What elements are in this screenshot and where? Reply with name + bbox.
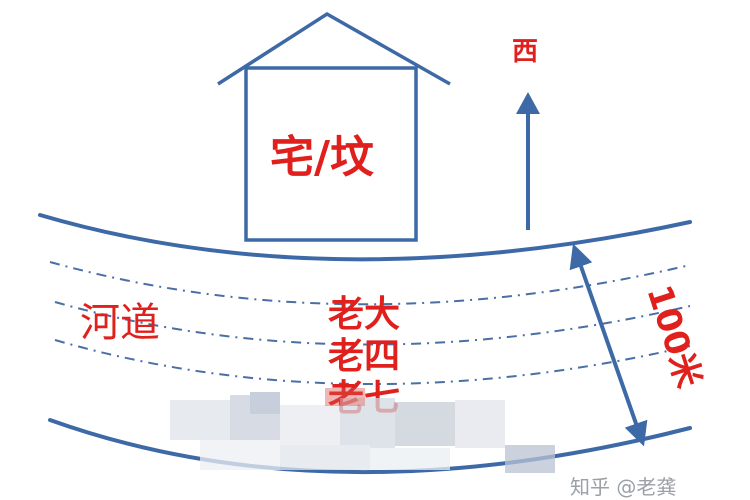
watermark: 知乎 @老龚	[570, 475, 676, 499]
river-label: 河道	[80, 300, 160, 346]
west-arrow-icon	[516, 92, 540, 230]
river-bank-upper	[38, 213, 692, 262]
width-label: 100米	[638, 280, 708, 392]
width-dimension-arrow-icon	[569, 243, 648, 447]
west-label: 西	[512, 37, 538, 67]
blurred-overlay	[170, 388, 555, 473]
house-icon	[217, 11, 451, 242]
west-arrow-head	[516, 92, 540, 114]
sibling-label-1: 老大	[328, 294, 400, 335]
house-roof	[217, 11, 451, 86]
river-bank-lower	[48, 418, 692, 475]
river-flow-line-1	[49, 261, 691, 306]
house-label: 宅/坟	[270, 132, 374, 183]
width-dimension-line	[569, 243, 648, 447]
sibling-label-2: 老四	[328, 336, 400, 377]
house-body	[244, 66, 418, 242]
